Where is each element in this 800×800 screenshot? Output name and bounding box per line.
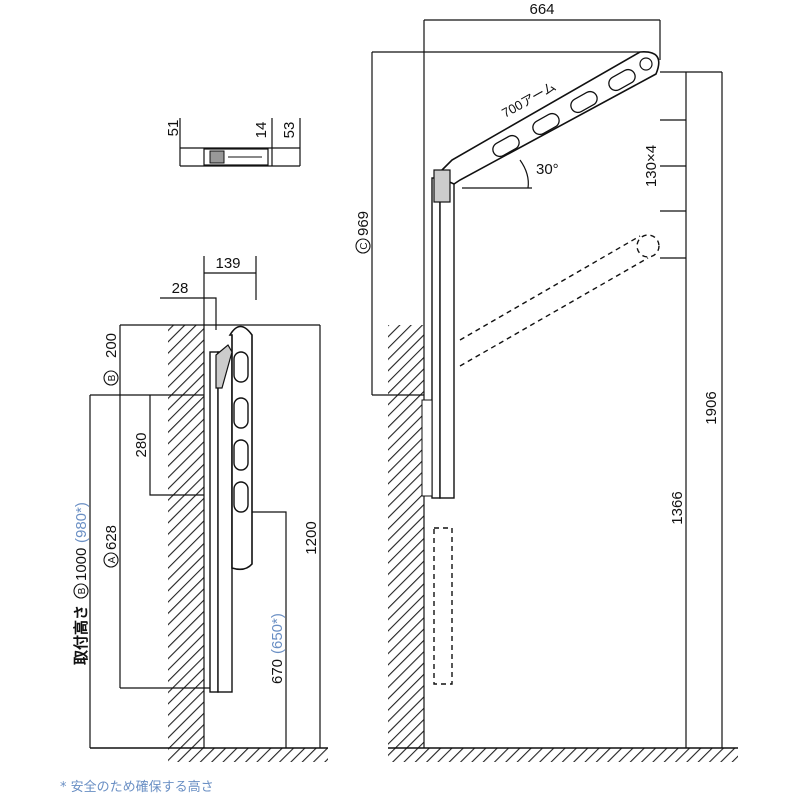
install-height-text: 取付高さ — [72, 605, 90, 665]
dim-139-label: 139 — [215, 255, 240, 272]
dim-280-label: 280 — [133, 432, 150, 457]
marker-a: A — [107, 556, 118, 563]
dim-664-label: 664 — [529, 1, 554, 18]
footnote: * 安全のため確保する高さ — [60, 780, 214, 795]
dim-628-group: A 628 — [103, 525, 120, 568]
install-height-group: 取付高さ B 1000 (980*) — [72, 502, 90, 665]
dim-28-label: 28 — [172, 280, 189, 297]
dim-14-label: 14 — [253, 122, 270, 139]
dim-670-alt: (650*) — [269, 613, 286, 654]
dim-200-label: 200 — [103, 333, 120, 358]
install-height-alt: (980*) — [73, 502, 90, 543]
dim-969-group: C 969 — [355, 211, 372, 254]
marker-b-2: B — [77, 587, 88, 594]
ground-hatch-right — [388, 748, 738, 762]
dim-130x4-label: 130×4 — [643, 145, 660, 187]
dim-969-label: 969 — [355, 211, 372, 236]
side-view-folded: 139 28 B 200 280 A 628 取付高さ B 1000 (980*… — [72, 255, 328, 762]
dim-53-label: 53 — [281, 122, 298, 139]
wall-hatch-left — [168, 325, 204, 748]
ground-hatch-left — [168, 748, 328, 762]
lowered-arm-dashed — [433, 234, 660, 685]
dim-670-group: 670 (650*) — [269, 613, 286, 684]
bracket-detail: 51 14 53 — [165, 118, 301, 167]
side-view-extended: 700アーム 30° 664 130×4 C 969 1906 1366 — [355, 1, 738, 762]
dim-1366-label: 1366 — [669, 491, 686, 524]
angle-label: 30° — [536, 161, 559, 178]
install-height-value: 1000 — [73, 548, 90, 581]
wall-hatch-right — [388, 325, 424, 748]
dim-200-group: B 200 — [103, 333, 120, 386]
marker-c: C — [359, 242, 370, 249]
dim-1200-label: 1200 — [303, 521, 320, 554]
marker-b: B — [107, 374, 118, 381]
dim-628-label: 628 — [103, 525, 120, 550]
dim-51-label: 51 — [165, 120, 182, 137]
dim-670-label: 670 — [269, 659, 286, 684]
dim-1906-label: 1906 — [703, 391, 720, 424]
